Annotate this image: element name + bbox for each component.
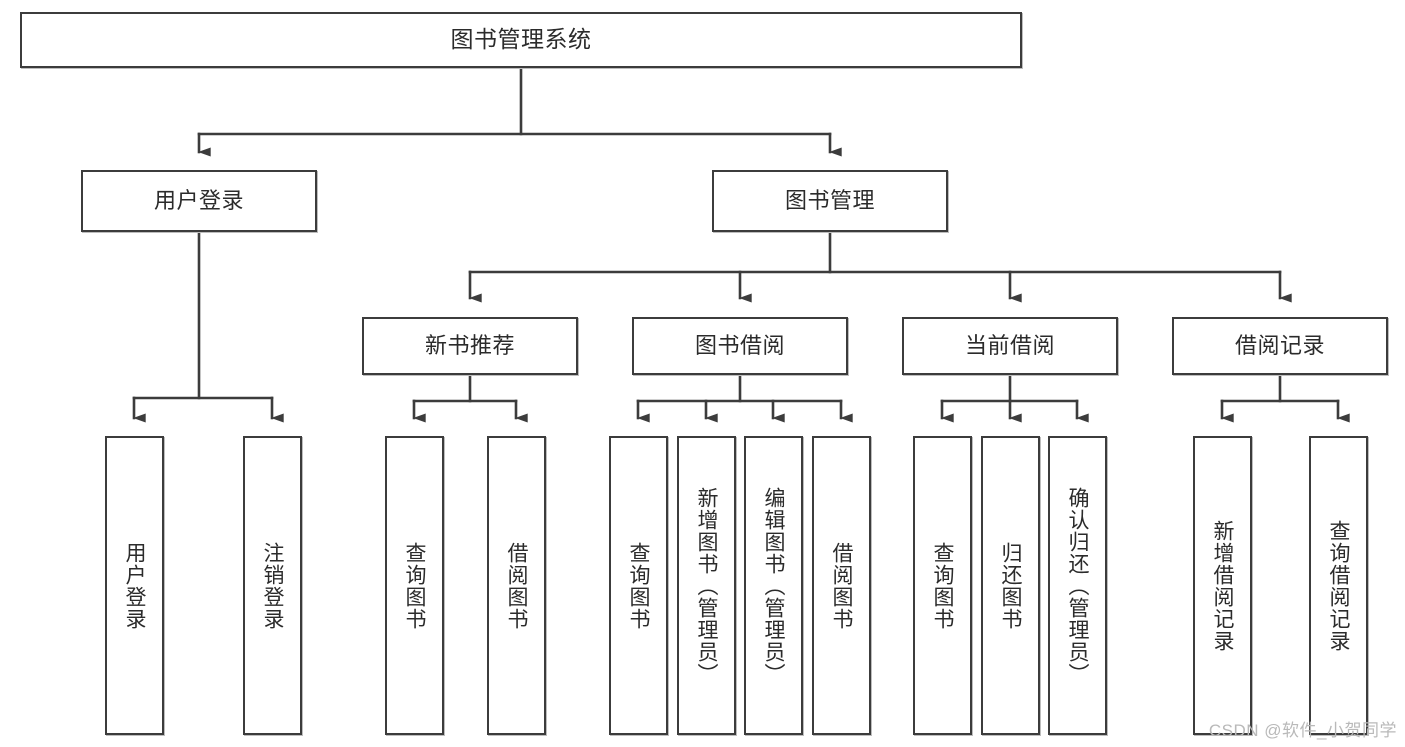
node-label: 查询图书 xyxy=(403,541,427,630)
leaf-user-login-login[interactable]: 用户登录 xyxy=(105,436,164,735)
node-label: 用户登录 xyxy=(123,541,147,630)
node-user-login[interactable]: 用户登录 xyxy=(81,170,317,232)
leaf-current-return-book[interactable]: 归还图书 xyxy=(981,436,1040,735)
node-label: 注销登录 xyxy=(261,541,285,630)
node-label: 归还图书 xyxy=(999,541,1023,630)
node-label: 查询借阅记录 xyxy=(1327,519,1351,652)
leaf-user-login-logout[interactable]: 注销登录 xyxy=(243,436,302,735)
leaf-current-confirm-return[interactable]: 确认归还（管理员） xyxy=(1048,436,1107,735)
node-book-management[interactable]: 图书管理 xyxy=(712,170,948,232)
leaf-records-query-record[interactable]: 查询借阅记录 xyxy=(1309,436,1368,735)
leaf-records-add-record[interactable]: 新增借阅记录 xyxy=(1193,436,1252,735)
node-book-borrow[interactable]: 图书借阅 xyxy=(632,317,848,375)
leaf-borrow-borrow-book[interactable]: 借阅图书 xyxy=(812,436,871,735)
node-label: 编辑图书（管理员） xyxy=(762,486,786,685)
node-label: 图书管理 xyxy=(784,188,875,214)
leaf-new-book-borrow[interactable]: 借阅图书 xyxy=(487,436,546,735)
node-label: 当前借阅 xyxy=(964,333,1055,359)
node-label: 借阅记录 xyxy=(1234,333,1325,359)
node-label: 用户登录 xyxy=(153,188,244,214)
node-label: 新书推荐 xyxy=(424,333,515,359)
leaf-new-book-query[interactable]: 查询图书 xyxy=(385,436,444,735)
node-current-borrow[interactable]: 当前借阅 xyxy=(902,317,1118,375)
leaf-borrow-edit-book[interactable]: 编辑图书（管理员） xyxy=(744,436,803,735)
node-label: 图书管理系统 xyxy=(450,26,592,53)
node-label: 新增图书（管理员） xyxy=(695,486,719,685)
node-label: 查询图书 xyxy=(627,541,651,630)
leaf-borrow-add-book[interactable]: 新增图书（管理员） xyxy=(677,436,736,735)
node-label: 确认归还（管理员） xyxy=(1066,486,1090,685)
node-label: 借阅图书 xyxy=(830,541,854,630)
node-label: 新增借阅记录 xyxy=(1211,519,1235,652)
leaf-borrow-query-book[interactable]: 查询图书 xyxy=(609,436,668,735)
node-label: 借阅图书 xyxy=(505,541,529,630)
node-label: 查询图书 xyxy=(931,541,955,630)
node-label: 图书借阅 xyxy=(694,333,785,359)
node-borrow-records[interactable]: 借阅记录 xyxy=(1172,317,1388,375)
node-root-system[interactable]: 图书管理系统 xyxy=(20,12,1022,68)
node-new-book-recommend[interactable]: 新书推荐 xyxy=(362,317,578,375)
leaf-current-query-book[interactable]: 查询图书 xyxy=(913,436,972,735)
csdn-watermark: CSDN @软件_小贺同学 xyxy=(1208,721,1397,740)
